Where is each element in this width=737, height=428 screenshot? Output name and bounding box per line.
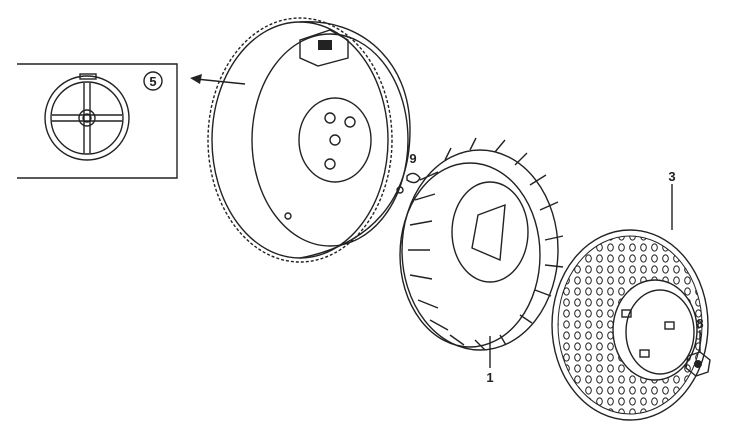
callout-8: 8 <box>696 316 703 331</box>
flange-nut: 8 <box>685 316 711 377</box>
cooling-fan: 1 <box>399 137 564 385</box>
callout-9: 9 <box>409 151 416 166</box>
inset-flywheel-face <box>44 73 130 161</box>
woodruff-key: 9 <box>406 151 421 184</box>
arrow-icon <box>190 74 246 85</box>
fan-screen: 3 <box>551 169 709 421</box>
callout-5: 5 <box>149 74 156 89</box>
inset-detail-box: 5 <box>17 63 178 179</box>
flywheel <box>207 17 411 263</box>
callout-1: 1 <box>486 370 493 385</box>
callout-circle <box>143 71 163 91</box>
callout-3: 3 <box>668 169 675 184</box>
